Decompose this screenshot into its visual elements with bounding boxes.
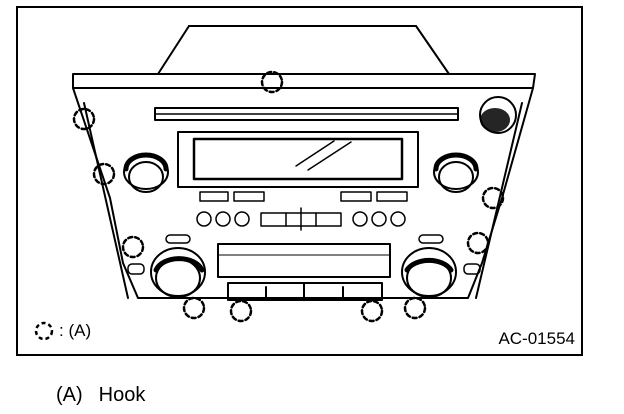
round-button-row [196,207,406,231]
cd-slot [154,107,459,121]
side-button-pills [127,234,481,275]
hook-marker-top [260,70,284,94]
caption-label: (A) [56,384,83,406]
hook-marker-bottom-4 [403,296,427,320]
hook-marker-bottom-3 [360,299,384,323]
panel-top-housing [157,25,450,75]
hook-marker-right-2 [466,231,490,255]
legend-label: : (A) [59,321,92,340]
eject-knob [479,96,517,134]
hook-marker-bottom-2 [229,299,253,323]
preset-button-row [199,191,408,202]
hook-marker-left-1 [72,107,96,131]
legend: : (A) [34,321,91,341]
volume-knob-left [123,152,169,193]
temperature-knob-left [150,247,206,298]
figure-code: AC-01554 [498,329,575,348]
display-screen [177,131,419,188]
caption: (A) Hook [56,384,145,407]
hook-marker-bottom-1 [182,296,206,320]
dashed-circle-icon [34,321,54,341]
caption-text: Hook [98,384,146,406]
audio-panel-diagram [72,25,536,323]
figure-frame: : (A) AC-01554 [16,6,583,356]
hook-marker-right-1 [481,186,505,210]
tuning-knob-right [433,152,479,193]
hook-marker-left-2 [92,162,116,186]
temperature-knob-right [401,247,457,298]
hook-markers [72,70,505,323]
faceplate-outline [72,73,536,299]
hook-marker-left-3 [121,235,145,259]
climate-display [217,243,391,301]
